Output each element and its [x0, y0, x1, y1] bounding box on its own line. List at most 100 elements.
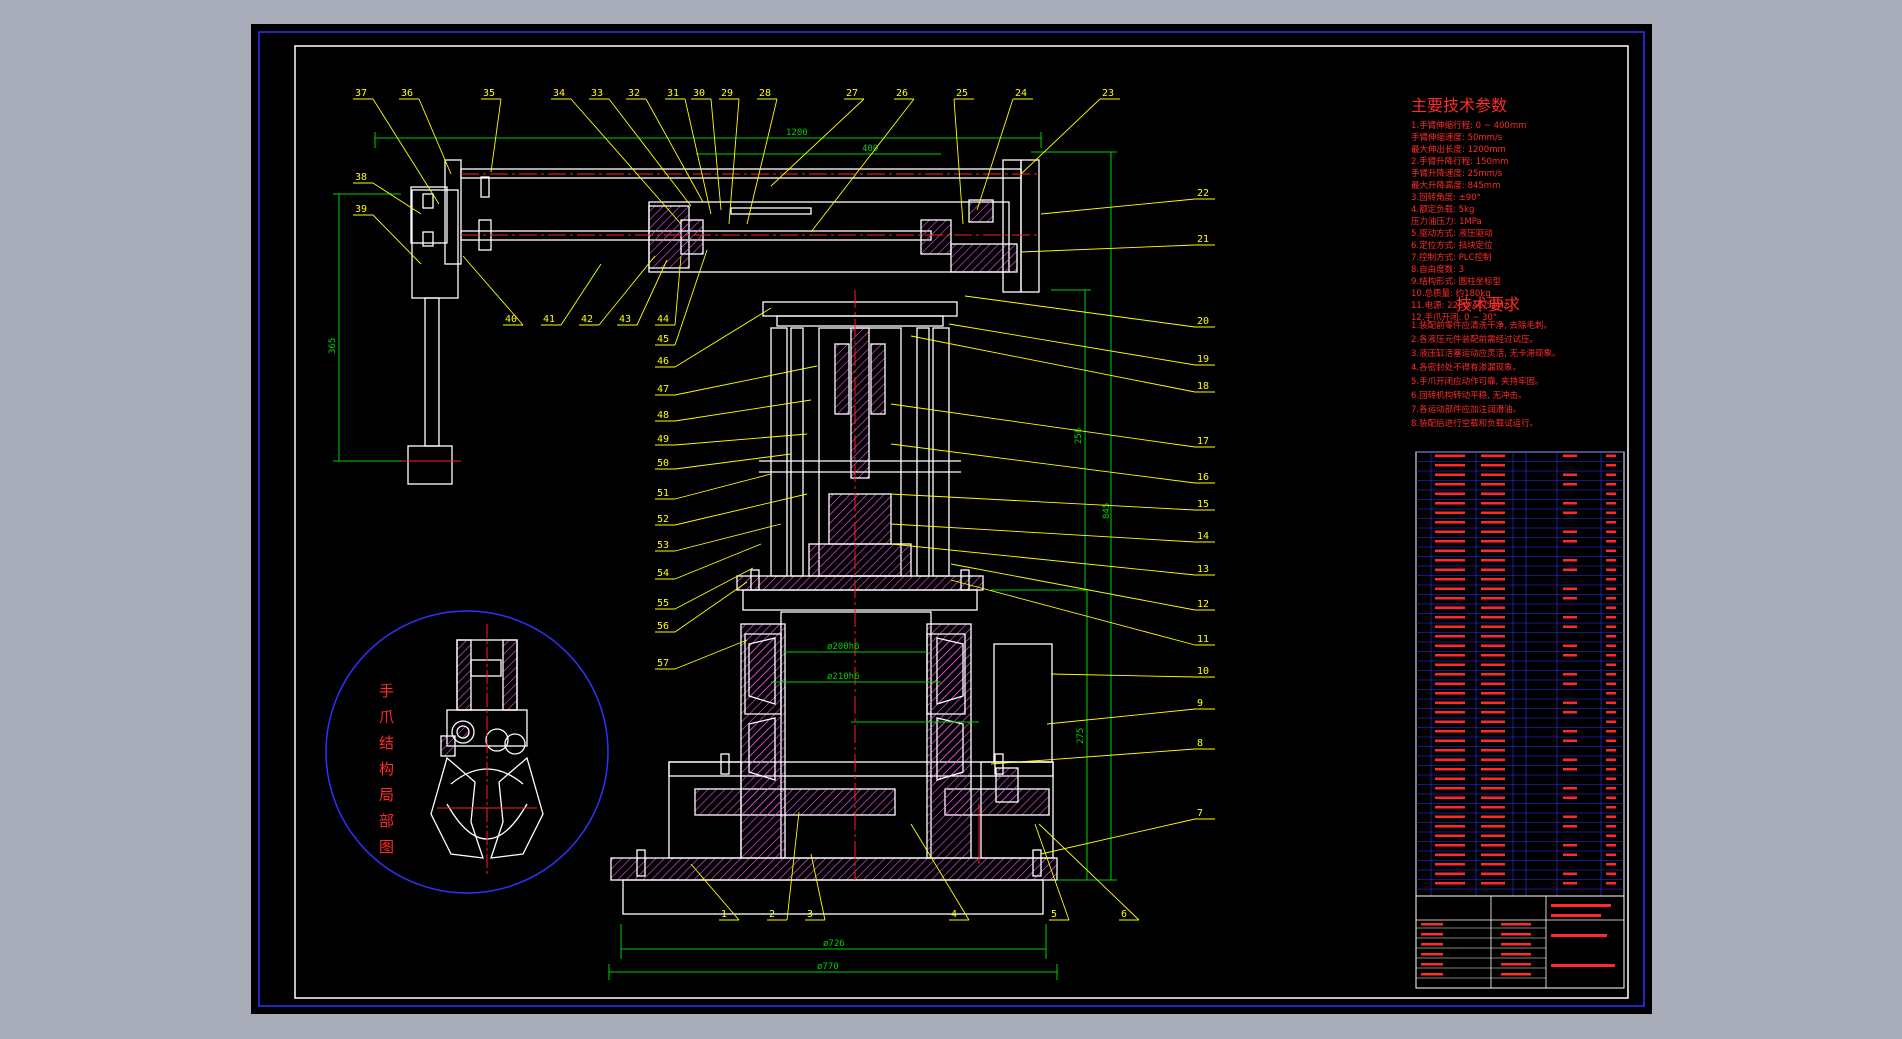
dim-210h6: ø210h6 [827, 672, 860, 682]
leader-line [674, 255, 682, 326]
leader-line [674, 399, 812, 422]
part-label-28: 28 [759, 88, 771, 99]
leader-line [1020, 98, 1101, 175]
leader-line [1050, 673, 1196, 678]
part-label-18: 18 [1197, 381, 1209, 392]
requirements-title: 技术要求 [1456, 295, 1520, 314]
part-label-39: 39 [355, 204, 367, 215]
part-label-51: 51 [657, 488, 669, 499]
requirement-line: 6.回转机构转动平稳, 无冲击。 [1411, 390, 1527, 401]
requirements-lines: 1.装配前零件应清洗干净, 去除毛刺。2.各液压元件装配前需经过试压。3.液压缸… [1411, 320, 1561, 429]
dim-400: 400 [862, 144, 878, 154]
leader-line [810, 98, 915, 233]
part-label-26: 26 [896, 88, 908, 99]
dim-275: 275 [1076, 728, 1086, 744]
part-label-10: 10 [1197, 666, 1209, 677]
spec-line: 手臂升降速度: 25mm/s [1411, 168, 1503, 179]
wrist-cylinder [411, 189, 459, 299]
part-label-16: 16 [1197, 472, 1209, 483]
cad-drawing: 主要技术参数 1.手臂伸缩行程: 0 ~ 400mm 手臂伸缩速度: 50mm/… [258, 31, 1645, 1007]
part-label-1: 1 [721, 909, 727, 920]
part-label-32: 32 [628, 88, 640, 99]
part-label-37: 37 [355, 88, 367, 99]
leader-line [890, 493, 1196, 511]
cad-viewport[interactable]: 主要技术参数 1.手臂伸缩行程: 0 ~ 400mm 手臂伸缩速度: 50mm/… [251, 24, 1652, 1014]
part-label-22: 22 [1197, 188, 1209, 199]
leader-line [674, 473, 772, 500]
lift-flange [736, 575, 984, 591]
leader-line [1020, 244, 1196, 253]
part-label-17: 17 [1197, 436, 1209, 447]
part-label-25: 25 [956, 88, 968, 99]
part-label-52: 52 [657, 514, 669, 525]
leader-line [810, 853, 826, 921]
part-label-57: 57 [657, 658, 669, 669]
part-label-12: 12 [1197, 599, 1209, 610]
leader-line [890, 403, 1196, 448]
dim-1200: 1200 [786, 128, 808, 138]
part-label-45: 45 [657, 334, 669, 345]
part-label-47: 47 [657, 384, 669, 395]
leader-line [560, 263, 602, 326]
leader-lines [353, 98, 1215, 921]
base-foundation [622, 879, 1044, 915]
part-label-20: 20 [1197, 316, 1209, 327]
leader-line [1040, 818, 1196, 855]
leader-line [372, 182, 422, 215]
leader-line [950, 579, 1196, 646]
spec-line: 手臂伸缩速度: 50mm/s [1411, 132, 1503, 143]
part-label-43: 43 [619, 314, 631, 325]
leader-line [990, 748, 1196, 765]
leader-line [1040, 198, 1196, 215]
dim-770: ø770 [817, 962, 839, 972]
leader-line [674, 453, 792, 470]
part-label-19: 19 [1197, 354, 1209, 365]
leader-line [910, 335, 1196, 393]
leader-line [645, 98, 704, 203]
part-label-27: 27 [846, 88, 858, 99]
part-label-21: 21 [1197, 234, 1209, 245]
detail-title-char: 爪 [379, 708, 394, 726]
leader-line [418, 98, 452, 175]
part-label-6: 6 [1121, 909, 1127, 920]
drive-motor [993, 643, 1053, 763]
spec-line: 2.手臂升降行程: 150mm [1411, 156, 1508, 167]
leader-line [890, 523, 1196, 543]
part-label-41: 41 [543, 314, 555, 325]
leader-line [608, 98, 692, 207]
spec-line: 4.额定负载: 5kg [1411, 204, 1474, 215]
part-label-23: 23 [1102, 88, 1114, 99]
part-label-4: 4 [951, 909, 957, 920]
guide-rod-right [932, 327, 950, 577]
leader-line [674, 365, 818, 396]
leader-line [910, 823, 970, 921]
part-label-31: 31 [667, 88, 679, 99]
leader-line [964, 295, 1196, 328]
dimension-lines [333, 132, 1117, 980]
leader-line [674, 249, 708, 346]
spec-block: 主要技术参数 1.手臂伸缩行程: 0 ~ 400mm 手臂伸缩速度: 50mm/… [1411, 96, 1561, 429]
part-label-50: 50 [657, 458, 669, 469]
leader-line [674, 639, 748, 670]
dim-365: 365 [328, 338, 338, 354]
part-label-2: 2 [769, 909, 775, 920]
part-label-14: 14 [1197, 531, 1209, 542]
part-label-9: 9 [1197, 698, 1203, 709]
part-label-46: 46 [657, 356, 669, 367]
gripper-mount [410, 186, 448, 244]
dim-726: ø726 [823, 939, 845, 949]
leader-line [636, 259, 668, 326]
leader-line [728, 98, 740, 225]
dim-845: 845 [1102, 503, 1112, 519]
leader-line [1038, 823, 1140, 921]
requirement-line: 5.手爪开闭应动作可靠, 夹持牢固。 [1411, 376, 1544, 387]
spec-lines: 1.手臂伸缩行程: 0 ~ 400mm 手臂伸缩速度: 50mm/s 最大伸出长… [1411, 120, 1526, 323]
spec-line: 12.手爪开闭: 0 ~ 30° [1411, 312, 1497, 323]
leader-line [674, 543, 762, 580]
leader-line [890, 543, 1196, 576]
detail-title-char: 局 [379, 786, 394, 804]
leader-line [674, 433, 808, 446]
requirement-line: 3.液压缸活塞运动应灵活, 无卡滞现象。 [1411, 348, 1561, 359]
leader-line [490, 98, 502, 173]
taper-bearing-upper-left [748, 637, 776, 705]
